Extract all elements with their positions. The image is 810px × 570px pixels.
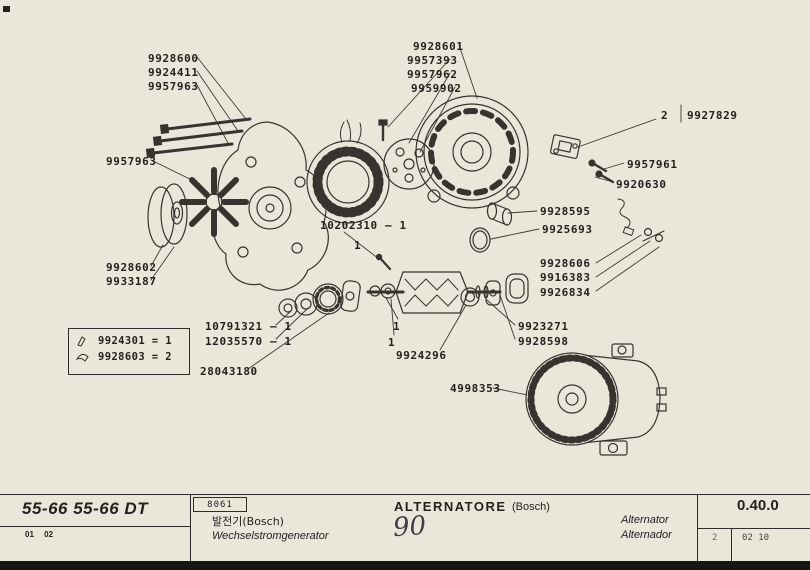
pulley bbox=[147, 183, 188, 248]
legend-entry: 9928603 = 2 bbox=[98, 350, 172, 363]
rectifier bbox=[383, 138, 435, 190]
part-number-label: 9933187 bbox=[106, 275, 157, 288]
front-bracket bbox=[212, 121, 329, 291]
bearing-stack bbox=[278, 280, 361, 318]
part-number-label: 9957963 bbox=[148, 80, 199, 93]
brush-holder-screws bbox=[588, 159, 615, 184]
part-number-label: 9925693 bbox=[542, 223, 593, 236]
part-number-label: 9928606 bbox=[540, 257, 591, 270]
part-number-label: 4998353 bbox=[450, 382, 501, 395]
legend-row: 9928603 = 2 bbox=[75, 350, 187, 363]
part-number-label: 9926834 bbox=[540, 286, 591, 299]
legend-entry: 9924301 = 1 bbox=[98, 334, 172, 347]
part-number-label: 9957963 bbox=[106, 155, 157, 168]
title-korean: 발전기(Bosch) bbox=[212, 515, 284, 528]
rear-housing bbox=[415, 95, 529, 209]
section-code: 0.40.0 bbox=[737, 497, 779, 514]
model-names: 55-66 55-66 DT bbox=[22, 499, 149, 518]
part-number-label: 1 bbox=[388, 336, 396, 349]
brush-holder bbox=[549, 134, 581, 159]
part-number-label: 9957961 bbox=[627, 158, 678, 171]
part-number-label: 10202310 — 1 bbox=[320, 219, 407, 232]
screw-top bbox=[378, 119, 388, 142]
part-number-label: 9923271 bbox=[518, 320, 569, 333]
handwritten-number: 90 bbox=[391, 510, 428, 544]
part-number-label: 9959902 bbox=[411, 82, 462, 95]
title-brand: (Bosch) bbox=[512, 501, 550, 513]
part-number-label: 9920630 bbox=[616, 178, 667, 191]
legend-box: 9924301 = 1 9928603 = 2 bbox=[68, 328, 190, 375]
page-code: 02 10 bbox=[742, 533, 770, 543]
mounting-bolts bbox=[145, 117, 252, 159]
drawing-code-box: 8061 bbox=[193, 497, 247, 512]
part-number-label: 9924296 bbox=[396, 349, 447, 362]
part-number-label: 9928602 bbox=[106, 261, 157, 274]
title-english: Alternator bbox=[621, 514, 669, 526]
part-number-label: 10791321 — 1 bbox=[205, 320, 292, 333]
page-title: ALTERNATORE bbox=[394, 499, 507, 514]
footer-divider-left bbox=[190, 494, 191, 563]
leader-lines bbox=[150, 44, 682, 400]
spacer-sleeve bbox=[486, 202, 513, 226]
part-number-label: 9927829 bbox=[687, 109, 738, 122]
title-german: Wechselstromgenerator bbox=[212, 530, 329, 542]
screw-mid bbox=[375, 253, 392, 271]
title-spanish: Alternador bbox=[621, 529, 672, 541]
part-number-label: 9957393 bbox=[407, 54, 458, 67]
bottom-edge-bar bbox=[0, 561, 810, 570]
corner-mark bbox=[3, 6, 10, 12]
terminal-parts bbox=[642, 227, 665, 243]
part-number-label: 1 bbox=[393, 320, 401, 333]
rotor bbox=[366, 271, 502, 314]
part-number-label: 2 bbox=[661, 109, 669, 122]
part-number-label: 9924411 bbox=[148, 66, 199, 79]
part-number-label: 9928600 bbox=[148, 52, 199, 65]
o-ring bbox=[469, 227, 491, 253]
part-number-label: 1 bbox=[354, 239, 362, 252]
part-number-label: 9928601 bbox=[413, 40, 464, 53]
footer-top-divider bbox=[0, 494, 810, 495]
key-icon bbox=[77, 336, 86, 347]
part-number-label: 9916383 bbox=[540, 271, 591, 284]
part-number-label: 28043180 bbox=[200, 365, 258, 378]
legend-row: 9924301 = 1 bbox=[75, 334, 187, 347]
page-divider bbox=[731, 528, 732, 563]
part-number-label: 9928598 bbox=[518, 335, 569, 348]
clip-icon bbox=[75, 353, 89, 362]
fan bbox=[179, 167, 249, 237]
assembled-alternator bbox=[525, 343, 667, 456]
section-divider bbox=[697, 528, 810, 529]
stator bbox=[306, 119, 390, 224]
brush-spring bbox=[617, 198, 635, 237]
part-number-label: 9928595 bbox=[540, 205, 591, 218]
part-number-label: 12035570 — 1 bbox=[205, 335, 292, 348]
model-variants: 01 02 bbox=[25, 530, 54, 539]
model-divider bbox=[0, 526, 190, 527]
rear-bearing-group bbox=[460, 273, 529, 307]
sheet-number: 2 bbox=[712, 533, 718, 543]
part-number-label: 9957962 bbox=[407, 68, 458, 81]
